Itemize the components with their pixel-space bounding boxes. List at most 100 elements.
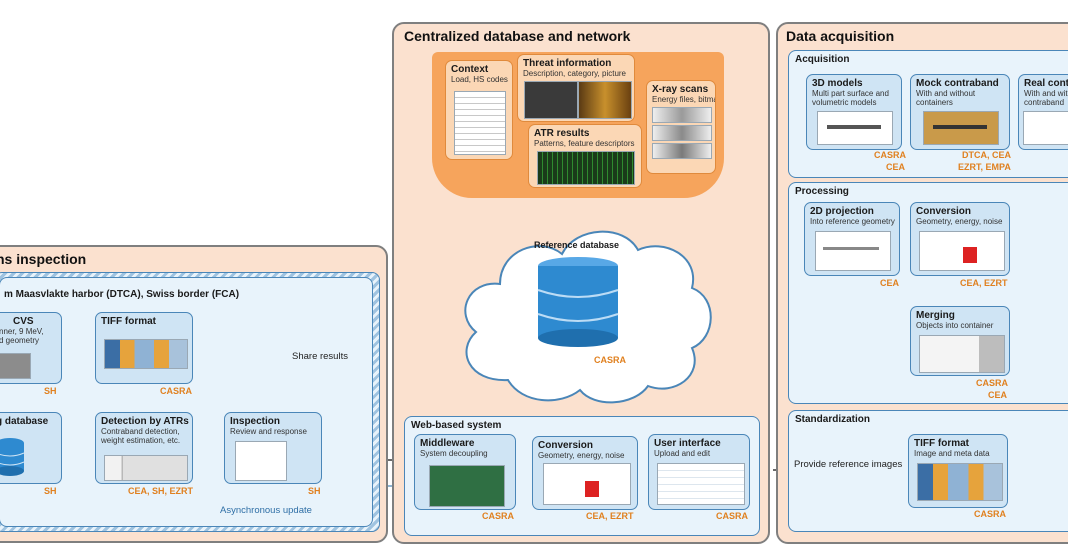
cvs-scanner-image — [0, 353, 31, 379]
mock-title: Mock contraband — [916, 78, 999, 89]
mock-card[interactable]: Mock contraband With and without contain… — [910, 74, 1010, 150]
middleware-card[interactable]: Middleware System decoupling — [414, 434, 516, 510]
real-desc-1: With and with — [1024, 89, 1068, 98]
proj2d-rifle — [823, 247, 879, 250]
xray-scan-1 — [652, 107, 712, 123]
proj2d-image — [815, 231, 891, 271]
mock-org-1: DTCA, CEA — [962, 150, 1011, 160]
refdb-org: CASRA — [594, 355, 627, 365]
context-card[interactable]: Context Load, HS codes — [445, 60, 513, 160]
models3d-org-2: CEA — [886, 162, 906, 172]
proc-conversion-image — [919, 231, 1005, 271]
threat-desc: Description, category, picture — [523, 69, 627, 78]
std-tiff-title: TIFF format — [914, 438, 969, 449]
gdb-title: g database — [0, 416, 49, 427]
web-conversion-card[interactable]: Conversion Geometry, energy, noise — [532, 436, 638, 510]
inspection-org: SH — [308, 486, 321, 496]
merging-card[interactable]: Merging Objects into container — [910, 306, 1010, 376]
ui-desc: Upload and edit — [654, 449, 711, 458]
merging-org-2: CEA — [988, 390, 1008, 400]
atr-desc: Patterns, feature descriptors — [534, 139, 635, 148]
models3d-card[interactable]: 3D models Multi part surface and volumet… — [806, 74, 902, 150]
atr-pattern-image — [537, 151, 635, 185]
inspection-card[interactable]: Inspection Review and response — [224, 412, 322, 484]
detection-card[interactable]: Detection by ATRs Contraband detection, … — [95, 412, 193, 484]
std-tiff-card[interactable]: TIFF format Image and meta data — [908, 434, 1008, 508]
xray-title: X-ray scans — [652, 84, 709, 95]
gdb-org: SH — [44, 486, 57, 496]
standardization-sub-title: Standardization — [795, 414, 871, 425]
models3d-desc-1: Multi part surface and — [812, 89, 889, 98]
acq-title: Data acquisition — [786, 28, 895, 44]
middleware-title: Middleware — [420, 438, 475, 449]
gdb-database-icon — [0, 438, 25, 476]
cvs-desc-2: d geometry — [0, 336, 40, 345]
ui-title: User interface — [654, 438, 721, 449]
customs-title: ns inspection — [0, 251, 87, 267]
atr-card[interactable]: ATR results Patterns, feature descriptor… — [528, 124, 642, 188]
detection-desc-1: Contraband detection, — [101, 427, 180, 436]
std-tiff-image — [917, 463, 1003, 501]
web-title: Web-based system — [411, 420, 502, 431]
cvs-card[interactable]: CVS nner, 9 MeV, d geometry — [0, 312, 62, 384]
customs-tiff-image — [104, 339, 188, 369]
models3d-org-1: CASRA — [874, 150, 907, 160]
merging-org-1: CASRA — [976, 378, 1009, 388]
proc-conversion-card[interactable]: Conversion Geometry, energy, noise — [910, 202, 1010, 276]
threat-card[interactable]: Threat information Description, category… — [517, 54, 635, 122]
cvs-title-text: CVS — [13, 316, 34, 327]
models3d-rifle — [827, 125, 881, 129]
context-document-image — [454, 91, 506, 155]
real-title: Real conta — [1024, 78, 1068, 89]
context-title: Context — [451, 64, 489, 75]
threat-picture-image — [524, 81, 578, 119]
web-conversion-title: Conversion — [538, 440, 594, 451]
ui-org: CASRA — [716, 511, 749, 521]
merging-title: Merging — [916, 310, 955, 321]
proj2d-card[interactable]: 2D projection Into reference geometry — [804, 202, 900, 276]
reference-database-icon — [537, 257, 619, 347]
share-results-label: Share results — [292, 351, 348, 362]
customs-tiff-title: TIFF format — [101, 316, 156, 327]
detection-truck-image — [104, 455, 188, 481]
mock-rifle — [933, 125, 987, 129]
xray-scan-3 — [652, 143, 712, 159]
xray-desc: Energy files, bitmaps — [652, 95, 715, 104]
customs-tiff-org: CASRA — [160, 386, 193, 396]
threat-xray-image — [578, 81, 632, 119]
middleware-desc: System decoupling — [420, 449, 488, 458]
threat-title: Threat information — [523, 58, 612, 69]
std-tiff-desc: Image and meta data — [914, 449, 990, 458]
real-image — [1023, 111, 1068, 145]
xray-scan-2 — [652, 125, 712, 141]
async-update-label: Asynchronous update — [220, 505, 312, 516]
detection-org: CEA, SH, EZRT — [128, 486, 194, 496]
refdb-title: Reference database — [534, 240, 620, 250]
gdb-card[interactable]: g database — [0, 412, 62, 484]
central-title: Centralized database and network — [404, 28, 631, 44]
real-card[interactable]: Real conta With and with contraband — [1018, 74, 1068, 150]
proc-conversion-object — [963, 247, 977, 263]
web-conversion-desc: Geometry, energy, noise — [538, 451, 625, 460]
proj2d-org: CEA — [880, 278, 900, 288]
detection-desc-2: weight estimation, etc. — [101, 436, 181, 445]
cvs-desc-1: nner, 9 MeV, — [0, 327, 44, 336]
inspection-desc: Review and response — [230, 427, 307, 436]
mock-desc-2: containers — [916, 98, 953, 107]
merging-desc: Objects into container — [916, 321, 994, 330]
cvs-title: CVS — [0, 313, 61, 327]
proc-conversion-title: Conversion — [916, 206, 972, 217]
web-conversion-object — [585, 481, 599, 497]
real-desc-2: contraband — [1024, 98, 1065, 107]
user-interface-card[interactable]: User interface Upload and edit — [648, 434, 750, 510]
inspection-screen-image — [235, 441, 287, 481]
customs-tiff-card[interactable]: TIFF format — [95, 312, 193, 384]
provide-ref-label: Provide reference images — [792, 459, 905, 470]
xray-card[interactable]: X-ray scans Energy files, bitmaps — [646, 80, 716, 174]
middleware-image — [429, 465, 505, 507]
std-tiff-org: CASRA — [974, 509, 1007, 519]
proc-conversion-desc: Geometry, energy, noise — [916, 217, 1003, 226]
mock-desc-1: With and without — [916, 89, 976, 98]
ui-screen-image — [657, 463, 745, 505]
web-conversion-org: CEA, EZRT — [586, 511, 634, 521]
